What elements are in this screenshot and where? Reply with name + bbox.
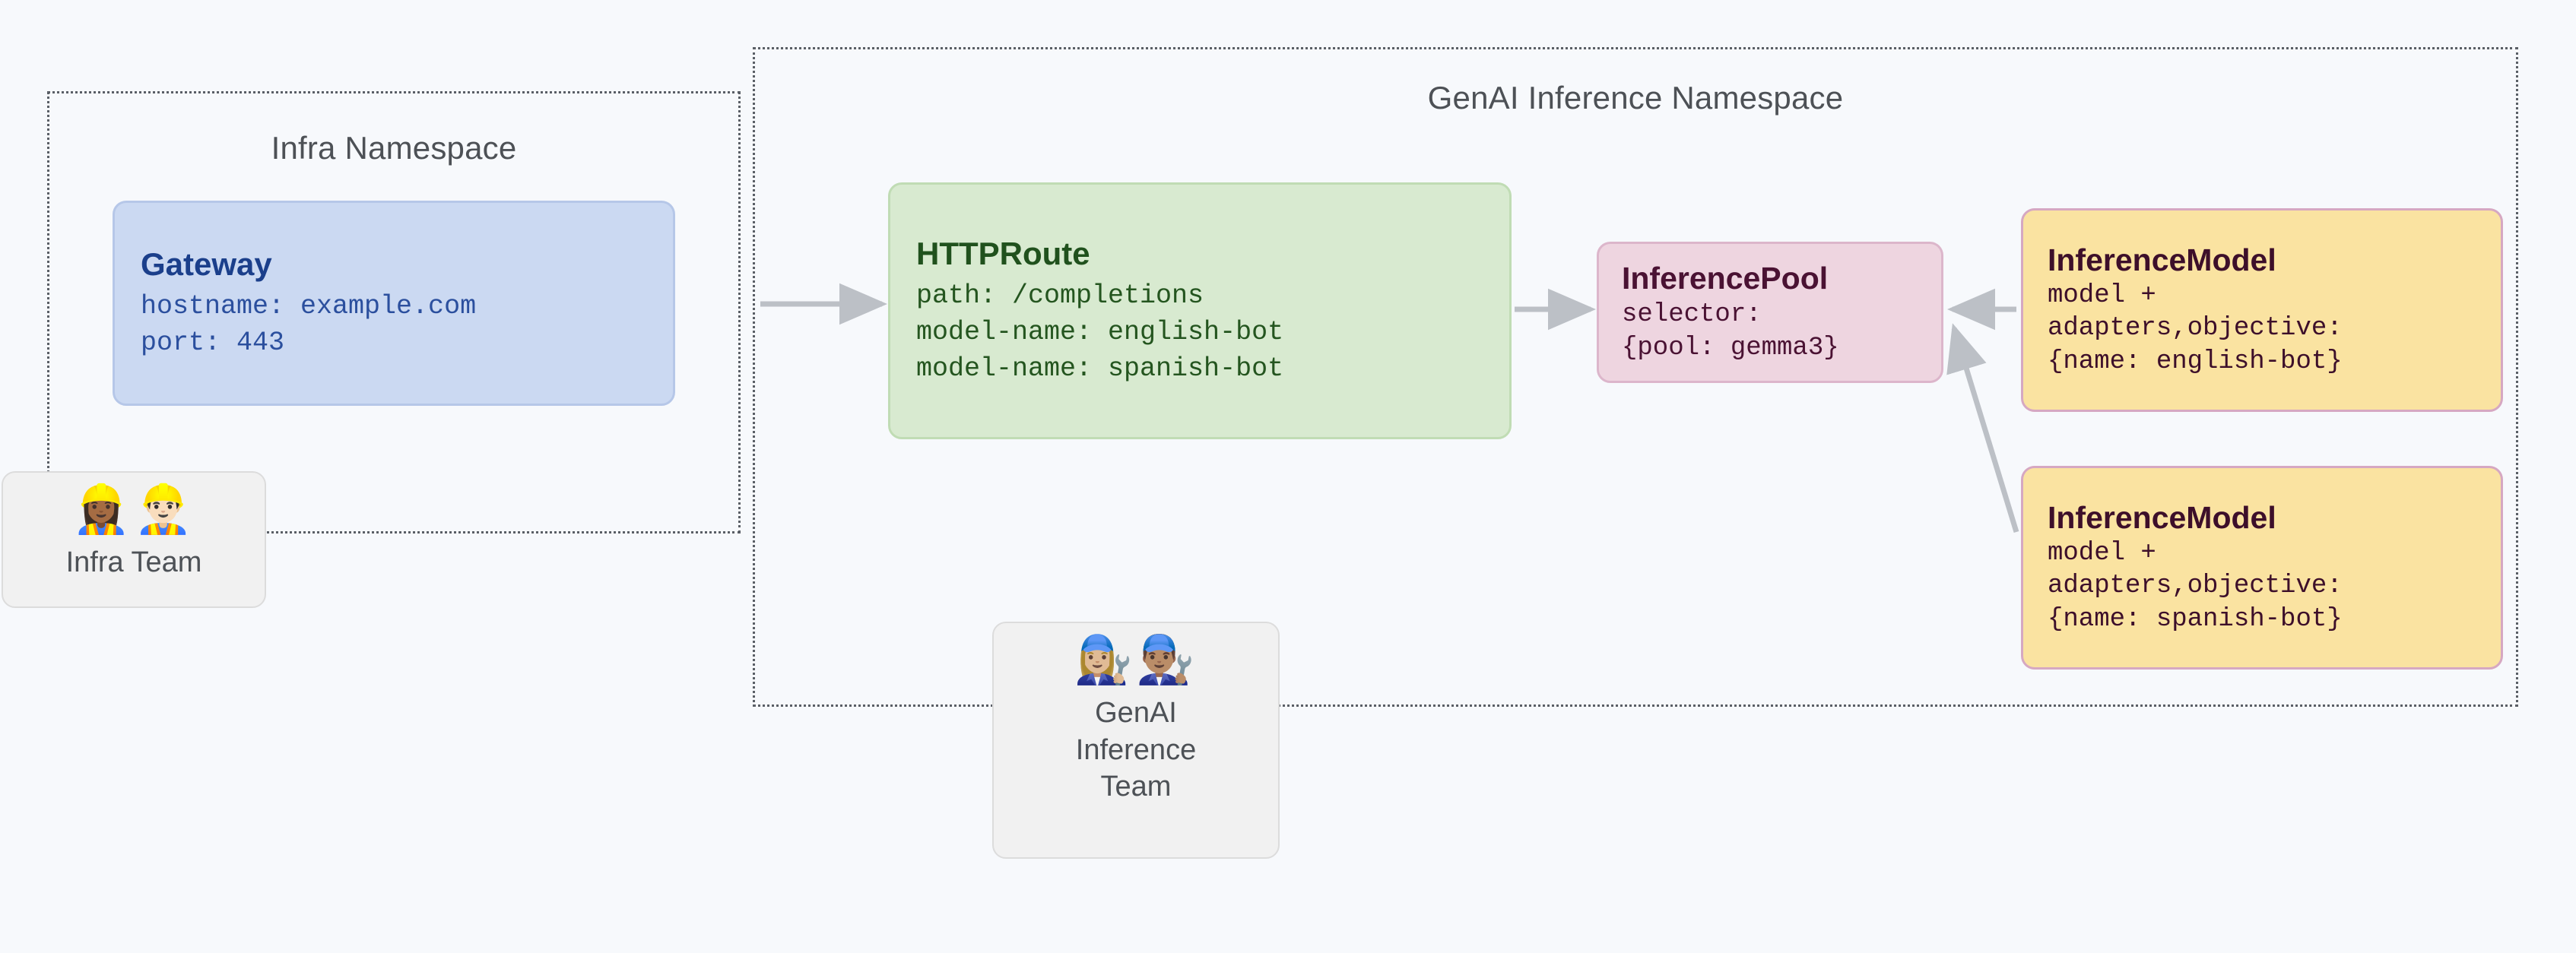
inferencemodel-english-model-line: model +	[2048, 280, 2156, 310]
infra-team-label: Infra Team	[65, 546, 202, 578]
inferencemodel-english-adapters-line: adapters,objective:	[2048, 314, 2343, 344]
inferencemodel-spanish-adapters-line: adapters,objective:	[2048, 571, 2343, 601]
httproute-title: HTTPRoute	[916, 235, 1090, 271]
genai-inference-team-label: GenAI Inference Team	[1075, 697, 1197, 803]
inferencepool-title: InferencePool	[1622, 260, 1829, 296]
genai-inference-team-badge[interactable]: 👩🏼‍🔧👨🏽‍🔧 GenAI Inference Team	[992, 622, 1280, 859]
namespace-genai-inference-title: GenAI Inference Namespace	[1427, 80, 1844, 116]
inferencemodel-spanish-title: InferenceModel	[2048, 499, 2276, 535]
inferencemodel-spanish-card[interactable]: InferenceModel model + adapters,objectiv…	[2021, 466, 2503, 670]
gateway-title: Gateway	[141, 245, 272, 282]
construction-workers-icon: 👷🏾‍♀️👷🏻‍♂️	[71, 483, 196, 536]
gateway-card[interactable]: Gateway hostname: example.com port: 443	[113, 201, 675, 406]
inferencemodel-english-title: InferenceModel	[2048, 242, 2276, 277]
httproute-model-name-spanish-line: model-name: spanish-bot	[916, 353, 1284, 384]
infra-team-badge[interactable]: 👷🏾‍♀️👷🏻‍♂️ Infra Team	[2, 471, 266, 608]
inferencemodel-spanish-model-line: model +	[2048, 538, 2156, 568]
inferencemodel-english-name-line: {name: english-bot}	[2048, 347, 2343, 376]
inferencemodel-english-card[interactable]: InferenceModel model + adapters,objectiv…	[2021, 208, 2503, 412]
inferencepool-selector-value: {pool: gemma3}	[1622, 334, 1839, 363]
httproute-model-name-english-line: model-name: english-bot	[916, 316, 1284, 347]
namespace-infra-title: Infra Namespace	[271, 130, 517, 166]
namespace-infra: Infra Namespace	[47, 91, 741, 533]
gateway-port-line: port: 443	[141, 327, 285, 358]
inferencepool-selector-label: selector:	[1622, 300, 1762, 329]
gateway-hostname-line: hostname: example.com	[141, 291, 477, 322]
httproute-path-line: path: /completions	[916, 280, 1204, 312]
httproute-card[interactable]: HTTPRoute path: /completions model-name:…	[888, 182, 1512, 439]
inferencemodel-spanish-name-line: {name: spanish-bot}	[2048, 604, 2343, 634]
mechanics-icon: 👩🏼‍🔧👨🏽‍🔧	[1074, 634, 1198, 686]
inferencepool-card[interactable]: InferencePool selector: {pool: gemma3}	[1597, 242, 1943, 383]
namespace-genai-inference: GenAI Inference Namespace	[753, 47, 2518, 707]
